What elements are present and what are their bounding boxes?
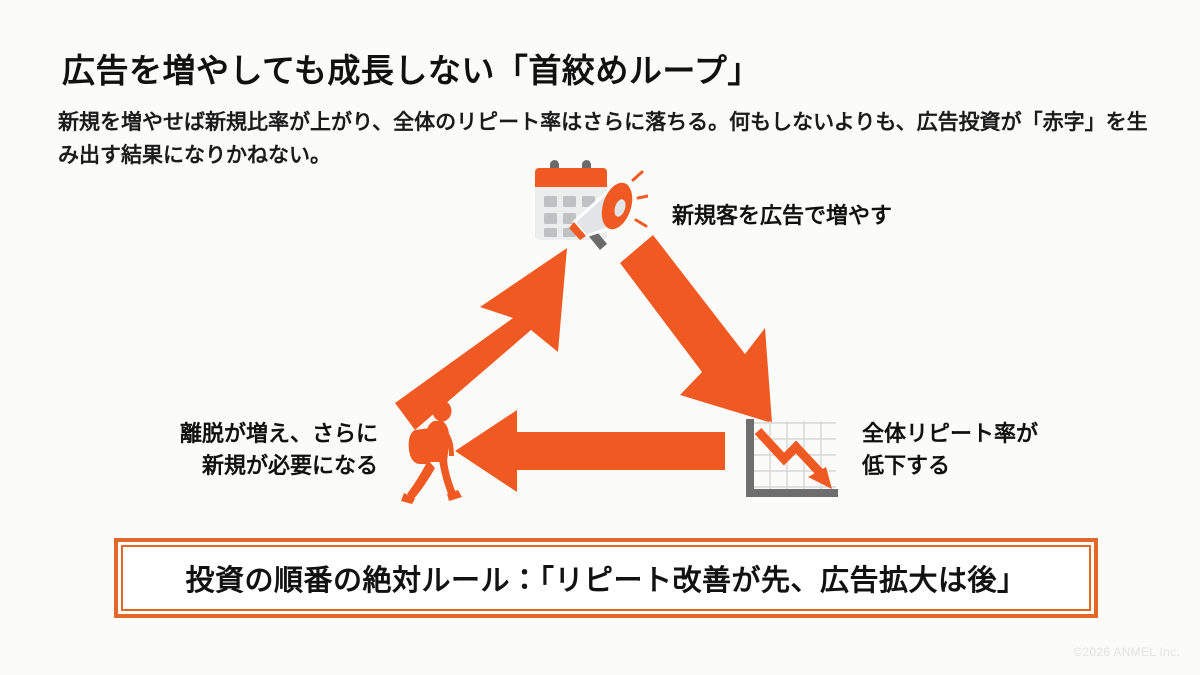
arrow-down-right-icon	[620, 235, 772, 423]
loop-node-label-right: 全体リピート率が 低下する	[862, 421, 1039, 478]
arrow-left-icon	[455, 410, 725, 492]
calendar-megaphone-icon	[530, 158, 650, 263]
copyright-notice: ©2026 ANMEL Inc.	[1073, 645, 1180, 659]
loop-node-label-left: 離脱が増え、さらに 新規が必要になる	[179, 421, 378, 478]
walking-person-icon	[399, 400, 467, 513]
loop-diagram: 新規客を広告で増やす 全体リピート率が 低下する 離脱が増え、さらに 新規が必要…	[0, 150, 1200, 530]
page-subtitle: 新規を増やせば新規比率が上がり、全体のリピート率はさらに落ちる。何もしないよりも…	[58, 111, 1148, 167]
arrow-up-right-icon	[395, 248, 567, 430]
page-title: 広告を増やしても成長しない「首絞めループ」	[62, 52, 761, 90]
rule-banner-text: 投資の順番の絶対ルール：「リピート改善が先、広告拡大は後」	[185, 565, 1027, 597]
rule-banner: 投資の順番の絶対ルール：「リピート改善が先、広告拡大は後」	[114, 538, 1098, 618]
loop-node-label-top: 新規客を広告で増やす	[672, 203, 893, 228]
declining-chart-icon	[740, 415, 842, 505]
